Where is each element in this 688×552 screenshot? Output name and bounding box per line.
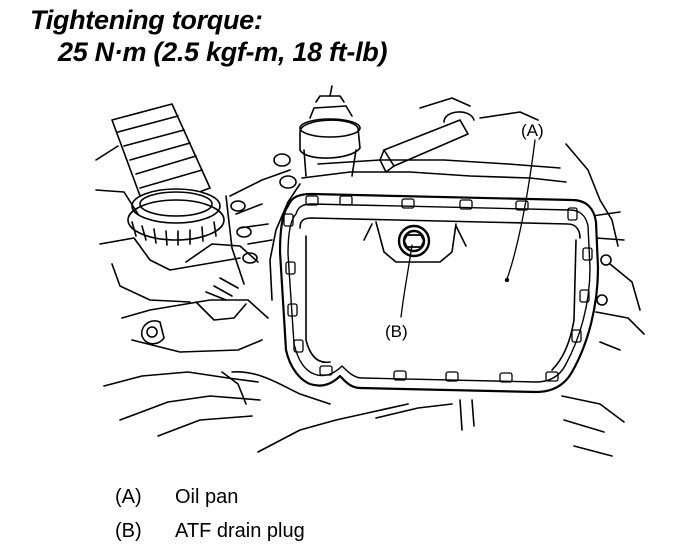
- legend-label-b: ATF drain plug: [175, 520, 305, 542]
- torque-heading-line2: 25 N·m (2.5 kgf-m, 18 ft-lb): [58, 37, 388, 67]
- callout-b: (B): [385, 322, 408, 341]
- legend-row-a: (A) Oil pan: [115, 480, 305, 514]
- callout-a: (A): [521, 121, 544, 140]
- oil-pan-drawing: [278, 192, 600, 394]
- legend-label-a: Oil pan: [175, 486, 239, 508]
- leader-line-a: [506, 139, 536, 280]
- torque-heading: Tightening torque: 25 N·m (2.5 kgf-m, 18…: [30, 4, 387, 68]
- legend-key-a: (A): [115, 486, 142, 508]
- drain-plug-drawing: [397, 224, 431, 258]
- hose-drawing: [111, 103, 225, 246]
- legend: (A) Oil pan (B) ATF drain plug: [115, 480, 305, 548]
- legend-row-b: (B) ATF drain plug: [115, 514, 305, 548]
- leader-dot-a: [504, 277, 510, 283]
- legend-key-b: (B): [115, 520, 142, 542]
- transmission-case-drawing: [95, 85, 645, 457]
- torque-heading-line1: Tightening torque:: [30, 5, 263, 35]
- leader-line-b: [400, 244, 413, 318]
